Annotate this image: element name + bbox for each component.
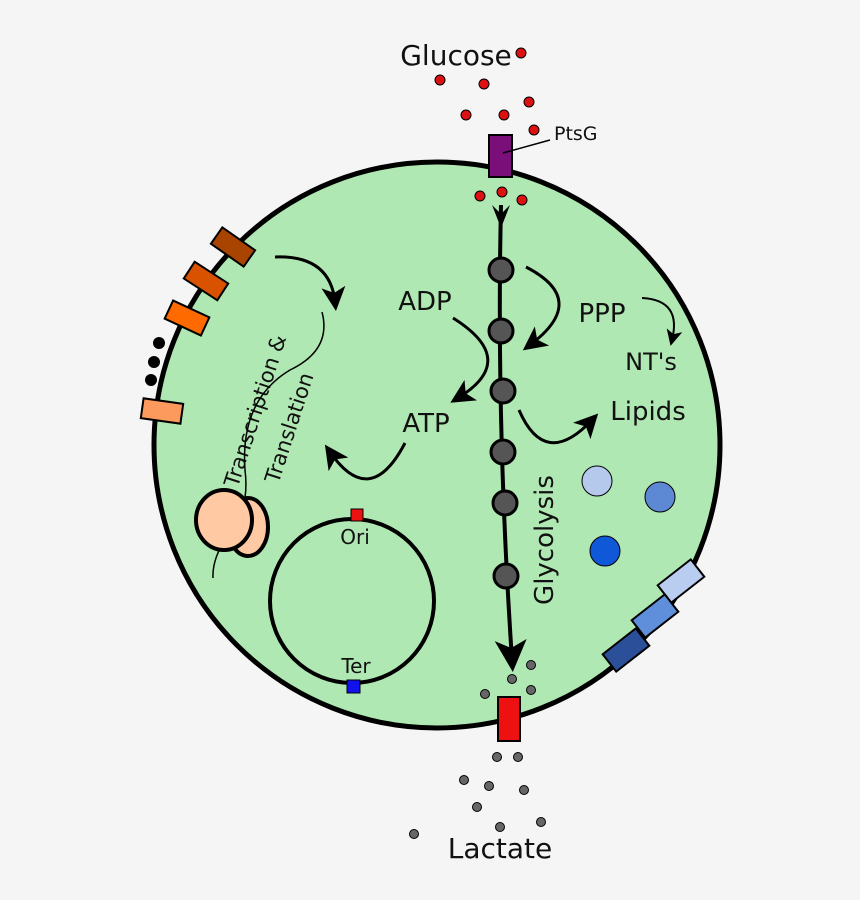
- glucose-dot: [516, 194, 528, 206]
- right-receptors: [601, 557, 706, 674]
- receptor-light-orange: [139, 397, 185, 425]
- ter-label: Ter: [340, 654, 371, 678]
- ribosome: [194, 488, 270, 558]
- ppp-label: PPP: [578, 299, 625, 329]
- receptor-orange: [163, 299, 211, 337]
- lactate-dot: [459, 775, 469, 785]
- lactate-dot: [536, 817, 546, 827]
- ellipsis-dot: [153, 337, 165, 349]
- metabolite-node: [487, 256, 515, 284]
- ppp-to-nts-arrow: [641, 297, 683, 346]
- ellipsis-dot: [145, 374, 157, 386]
- glycolysis-label: Glycolysis: [530, 475, 560, 605]
- glucose-label: Glucose: [400, 39, 512, 72]
- ptsg-label: PtsG: [554, 123, 598, 145]
- lactate-dot: [492, 752, 502, 762]
- lactate-label: Lactate: [448, 832, 553, 865]
- lipid-vesicles: [581, 465, 676, 567]
- receptor-brown: [209, 225, 257, 269]
- lactate-dot: [526, 685, 536, 695]
- left-receptors: [139, 225, 257, 425]
- receptor-dark-orange: [182, 260, 230, 302]
- glucose-dot: [434, 74, 446, 86]
- lipid-vesicle: [589, 535, 621, 567]
- ptsg-leader-line: [502, 139, 551, 154]
- lactate-molecules: [409, 660, 546, 839]
- atp-to-transcription-arrow: [324, 442, 407, 481]
- lactate-dot: [526, 660, 536, 670]
- lactate-dot: [480, 689, 490, 699]
- lipids-label: Lipids: [610, 397, 686, 427]
- receptor-dark-blue: [601, 626, 651, 674]
- metabolite-node: [489, 438, 517, 466]
- glycolysis-intermediates: [487, 256, 520, 590]
- lactate-dot: [495, 822, 505, 832]
- lactate-dot: [409, 829, 419, 839]
- glucose-dot: [496, 186, 508, 198]
- ori-label: Ori: [340, 525, 370, 549]
- glucose-dot: [478, 78, 490, 90]
- lactate-dot: [484, 781, 494, 791]
- ribosome-large-subunit: [194, 488, 254, 552]
- ori-marker: [350, 508, 364, 522]
- lactate-dot: [519, 785, 529, 795]
- lactate-dot: [472, 802, 482, 812]
- metabolite-node: [492, 562, 520, 590]
- lipids-branch-arrow: [517, 409, 599, 445]
- cell-membrane: [151, 159, 723, 731]
- glucose-dot: [474, 190, 486, 202]
- ellipsis-dot: [148, 356, 160, 368]
- glucose-dot: [523, 96, 535, 108]
- lactate-dot: [513, 752, 523, 762]
- glycolysis-entry-arrowhead: [492, 205, 510, 228]
- ppp-branch-arrow: [522, 265, 561, 351]
- metabolite-node: [487, 317, 515, 345]
- signal-arrow: [274, 255, 346, 311]
- metabolite-node: [491, 489, 519, 517]
- lipid-vesicle: [644, 481, 676, 513]
- receptor-ellipsis: [145, 337, 165, 386]
- receptor-mid-blue: [630, 592, 680, 640]
- nts-label: NT's: [625, 348, 677, 376]
- metabolite-node: [489, 377, 517, 405]
- glucose-dot: [498, 109, 510, 121]
- glucose-dot: [460, 109, 472, 121]
- lactate-dot: [507, 674, 517, 684]
- ptsg-transporter: [488, 134, 513, 178]
- atp-label: ATP: [402, 409, 449, 439]
- glucose-dot: [528, 124, 540, 136]
- ter-marker: [346, 679, 361, 694]
- adp-label: ADP: [398, 287, 452, 317]
- adp-to-atp-arrow: [450, 316, 490, 403]
- glucose-molecules: [434, 47, 540, 206]
- lactate-transporter: [497, 696, 521, 742]
- lipid-vesicle: [581, 465, 613, 497]
- glucose-dot: [515, 47, 527, 59]
